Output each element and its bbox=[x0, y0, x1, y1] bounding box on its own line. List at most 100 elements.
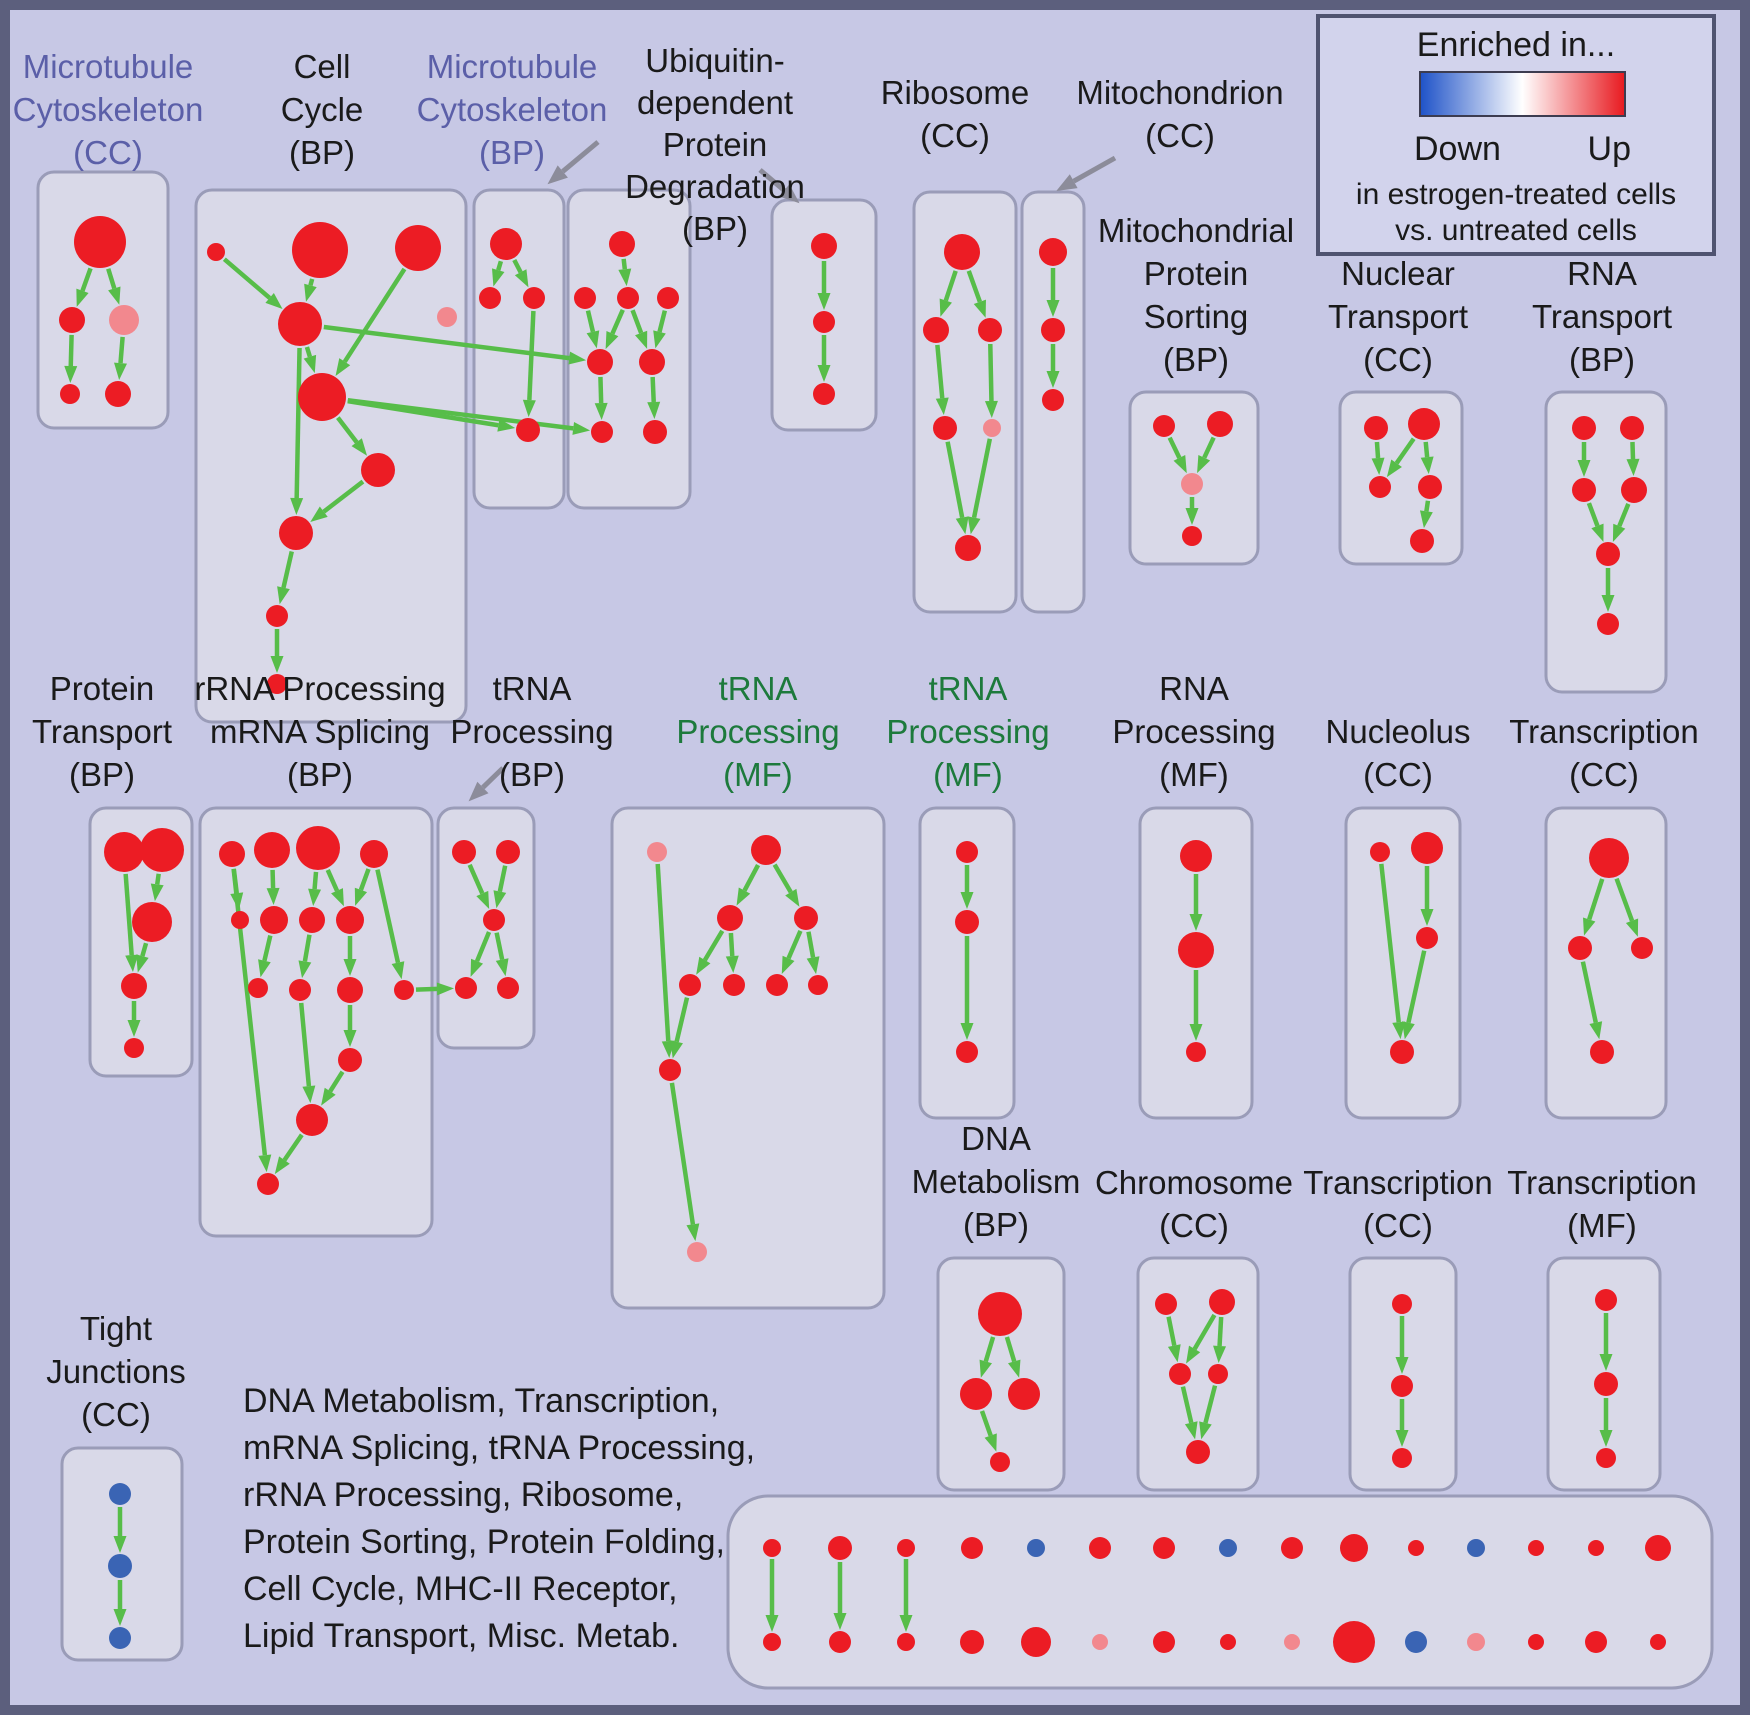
mitochondrial-protein-sorting-bp-node-1 bbox=[1207, 411, 1233, 437]
trna-processing-mf-large-node-7 bbox=[808, 975, 828, 995]
rrna-processing-mrna-splicing-bp-node-1 bbox=[254, 832, 290, 868]
misc-node-bottom-0 bbox=[763, 1633, 781, 1651]
trna-processing-mf-large-edge bbox=[772, 863, 800, 907]
cell-cycle-bp-edge bbox=[310, 479, 365, 523]
microtubule-cytoskeleton-bp-label-line-1: Cytoskeleton bbox=[417, 91, 608, 128]
chromosome-cc-edge bbox=[1213, 1316, 1227, 1364]
trna-processing-mf-small-node-2 bbox=[956, 1041, 978, 1063]
trna-processing-bp-label-line-0: tRNA bbox=[493, 670, 572, 707]
ubiquitin-protein-degradation-bp-label-line-1: dependent bbox=[637, 84, 793, 121]
rna-transport-bp-label-line-2: (BP) bbox=[1569, 341, 1635, 378]
transcription-cc-mid-label-line-1: (CC) bbox=[1569, 756, 1639, 793]
trna-processing-mf-large-node-9 bbox=[687, 1242, 707, 1262]
rrna-processing-mrna-splicing-bp-node-2 bbox=[296, 826, 340, 870]
rrna-processing-mrna-splicing-bp-node-0 bbox=[219, 841, 245, 867]
misc-node-bottom-12 bbox=[1528, 1634, 1544, 1650]
ribosome-cc-edge bbox=[939, 270, 958, 317]
cell-cycle-bp-node-0 bbox=[207, 243, 225, 261]
mitochondrial-protein-sorting-bp-label-line-1: Protein bbox=[1144, 255, 1249, 292]
dna-metabolism-bp-node-2 bbox=[1008, 1378, 1040, 1410]
ubiquitin-protein-degradation-bp-label-line-0: Ubiquitin- bbox=[645, 42, 784, 79]
legend-down-label: Down bbox=[1414, 130, 1501, 168]
ribosome-cc-label-line-1: (CC) bbox=[920, 117, 990, 154]
tight-junctions-cc-box bbox=[60, 1446, 184, 1662]
rna-processing-mf-node-1 bbox=[1178, 932, 1214, 968]
ubiquitin-protein-degradation-bp-edge bbox=[630, 309, 648, 349]
cell-cycle-bp-node-5 bbox=[298, 373, 346, 421]
trna-processing-mf-small-label-line-1: Processing bbox=[886, 713, 1049, 750]
nodes-layer bbox=[59, 216, 1671, 1663]
misc-node-top-0 bbox=[763, 1539, 781, 1557]
trna-processing-bp-box bbox=[436, 806, 536, 1050]
trna-processing-mf-large-label-line-2: (MF) bbox=[723, 756, 793, 793]
trna-processing-mf-large-box bbox=[610, 806, 886, 1310]
labels-layer: MicrotubuleCytoskeleton(CC)CellCycle(BP)… bbox=[13, 42, 1699, 1655]
rrna-processing-mrna-splicing-bp-node-8 bbox=[248, 978, 268, 998]
rrna-processing-mrna-splicing-bp-node-9 bbox=[289, 979, 311, 1001]
microtubule-cytoskeleton-cc-edge bbox=[114, 336, 127, 381]
chromosome-cc-edge bbox=[1199, 1385, 1218, 1440]
protein-transport-bp-node-2 bbox=[132, 902, 172, 942]
rrna-processing-mrna-splicing-bp-edge bbox=[298, 1002, 316, 1104]
trna-processing-mf-large-edge bbox=[781, 929, 803, 974]
ubiquitin-protein-degradation-bp-edge bbox=[647, 376, 661, 420]
misc-node-top-3 bbox=[961, 1537, 983, 1559]
microtubule-cytoskeleton-cc-box bbox=[36, 170, 170, 430]
transcription-cc-bottom-node-2 bbox=[1392, 1448, 1412, 1468]
ribosome-cc-node-1 bbox=[923, 317, 949, 343]
transcription-cc-mid-edge bbox=[1580, 961, 1603, 1040]
cross-cluster-edge bbox=[415, 982, 455, 996]
edges-layer bbox=[64, 140, 1640, 1632]
misc-node-bottom-1 bbox=[829, 1631, 851, 1653]
ribosome-cc-edge bbox=[945, 441, 969, 535]
trna-processing-mf-small-node-0 bbox=[956, 841, 978, 863]
cell-cycle-bp-edge bbox=[290, 347, 304, 516]
dna-metabolism-bp-edge bbox=[979, 1336, 996, 1378]
misc-cluster-text-line-5: Lipid Transport, Misc. Metab. bbox=[243, 1617, 680, 1655]
trna-processing-mf-large-label-line-0: tRNA bbox=[719, 670, 798, 707]
misc-node-top-10 bbox=[1408, 1540, 1424, 1556]
cell-cycle-bp-node-8 bbox=[266, 605, 288, 627]
microtubule-cytoskeleton-cc-edge bbox=[64, 334, 78, 384]
chromosome-cc-node-1 bbox=[1209, 1289, 1235, 1315]
trna-processing-bp-node-0 bbox=[452, 840, 476, 864]
ubiquitin-protein-degradation-bp-node-0 bbox=[609, 231, 635, 257]
misc-node-top-12 bbox=[1528, 1540, 1544, 1556]
ubiquitin-protein-degradation-bp-node-1 bbox=[574, 287, 596, 309]
rna-transport-bp-node-4 bbox=[1596, 542, 1620, 566]
rrna-processing-mrna-splicing-bp-box bbox=[198, 806, 434, 1238]
rrna-processing-mrna-splicing-bp-label-line-2: (BP) bbox=[287, 756, 353, 793]
rna-processing-mf-label-line-1: Processing bbox=[1112, 713, 1275, 750]
transcription-cc-mid-node-2 bbox=[1631, 937, 1653, 959]
misc-node-bottom-9 bbox=[1333, 1621, 1375, 1663]
rna-transport-bp-node-0 bbox=[1572, 416, 1596, 440]
ubiquitin-protein-degradation-bp-node-7 bbox=[643, 420, 667, 444]
microtubule-cytoskeleton-bp-edge bbox=[512, 258, 529, 288]
dna-metabolism-bp-node-0 bbox=[978, 1292, 1022, 1336]
misc-node-bottom-10 bbox=[1405, 1631, 1427, 1653]
rna-transport-bp-node-2 bbox=[1572, 478, 1596, 502]
microtubule-cytoskeleton-cc-node-1 bbox=[59, 307, 85, 333]
cell-cycle-bp-node-4 bbox=[437, 307, 457, 327]
trna-processing-mf-small-node-1 bbox=[955, 910, 979, 934]
misc-node-bottom-3 bbox=[960, 1630, 984, 1654]
transcription-cc-mid-label-line-0: Transcription bbox=[1509, 713, 1699, 750]
microtubule-cytoskeleton-bp-edge bbox=[492, 260, 505, 287]
ubiquitin-protein-degradation-bp-label-line-3: Degradation bbox=[625, 168, 805, 205]
ubiquitin-protein-degradation-bp-edge bbox=[585, 310, 600, 349]
cell-cycle-bp-edge bbox=[335, 267, 407, 376]
microtubule-cytoskeleton-cc-node-0 bbox=[74, 216, 126, 268]
misc-cluster-text-line-2: rRNA Processing, Ribosome, bbox=[243, 1476, 683, 1514]
trna-processing-mf-large-edge bbox=[806, 931, 820, 975]
microtubule-cytoskeleton-cc-edge bbox=[76, 267, 93, 307]
nuclear-transport-cc-node-1 bbox=[1408, 408, 1440, 440]
transcription-cc-mid-edge bbox=[1614, 877, 1639, 937]
ubiquitin-protein-degradation-bp-edge bbox=[653, 310, 668, 349]
protein-transport-bp-node-1 bbox=[140, 828, 184, 872]
nuclear-transport-cc-label-line-2: (CC) bbox=[1363, 341, 1433, 378]
rna-transport-bp-label-line-1: Transport bbox=[1532, 298, 1672, 335]
protein-transport-bp-box bbox=[88, 806, 194, 1078]
trna-processing-bp-edge bbox=[493, 865, 508, 909]
misc-node-top-8 bbox=[1281, 1537, 1303, 1559]
